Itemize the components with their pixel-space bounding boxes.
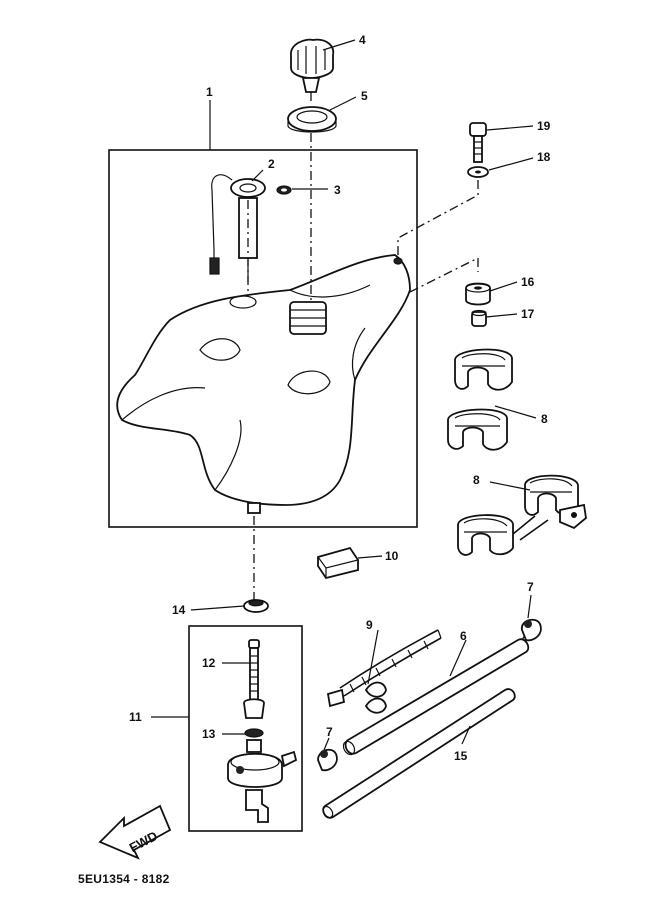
callout-16: 16	[521, 275, 535, 289]
spacer-part-17[interactable]	[471, 309, 487, 327]
callout-7-upper: 7	[527, 580, 534, 594]
callout-labels: 1 2 3 4 5 6 7 7 8 8 9 10 11 12 13 14 15 …	[129, 33, 551, 763]
callout-14: 14	[172, 603, 186, 617]
callout-4: 4	[359, 33, 366, 47]
callout-15: 15	[454, 749, 468, 763]
fuel-cap[interactable]	[290, 38, 335, 93]
damper-part-16[interactable]	[465, 282, 491, 306]
callout-17: 17	[521, 307, 535, 321]
bolt-part-19[interactable]	[469, 122, 487, 163]
callout-3: 3	[334, 183, 341, 197]
oring-part-14[interactable]	[243, 599, 269, 613]
callout-13: 13	[202, 727, 216, 741]
drawing-code: 5EU1354 - 8182	[78, 872, 170, 886]
forward-direction-arrow: FWD	[98, 804, 172, 860]
fuel-tank[interactable]	[116, 254, 411, 514]
washer-part-18[interactable]	[467, 166, 489, 178]
callout-1: 1	[206, 85, 213, 99]
pad-part-10[interactable]	[317, 546, 359, 580]
callout-6: 6	[460, 629, 467, 643]
callout-5: 5	[361, 89, 368, 103]
callout-19: 19	[537, 119, 551, 133]
damper-part-8-lower[interactable]	[457, 474, 587, 556]
fuel-cock-part-11[interactable]	[227, 739, 298, 823]
strainer-part-12[interactable]	[243, 639, 265, 719]
leader-lines	[151, 39, 537, 751]
callout-11: 11	[129, 710, 142, 724]
breather-hose-part-9[interactable]	[326, 629, 442, 714]
fuel-sender[interactable]	[209, 174, 266, 282]
overflow-hose-part-15[interactable]	[321, 688, 516, 819]
callout-8-upper: 8	[541, 412, 548, 426]
callout-8-lower: 8	[473, 473, 480, 487]
clip-part-3[interactable]	[276, 185, 292, 195]
callout-2: 2	[268, 157, 275, 171]
tank-assembly-frame	[108, 149, 418, 528]
callout-7-lower: 7	[326, 725, 333, 739]
hose-clamp-part-7-lower[interactable]	[317, 748, 338, 772]
cock-assembly-frame	[188, 625, 303, 832]
cap-gasket[interactable]	[287, 106, 337, 133]
callout-9: 9	[366, 618, 373, 632]
callout-10: 10	[385, 549, 399, 563]
damper-part-8-upper[interactable]	[447, 348, 513, 451]
hose-clamp-part-7-upper[interactable]	[521, 618, 542, 642]
callout-12: 12	[202, 656, 216, 670]
oring-part-13[interactable]	[244, 728, 264, 738]
callout-18: 18	[537, 150, 551, 164]
